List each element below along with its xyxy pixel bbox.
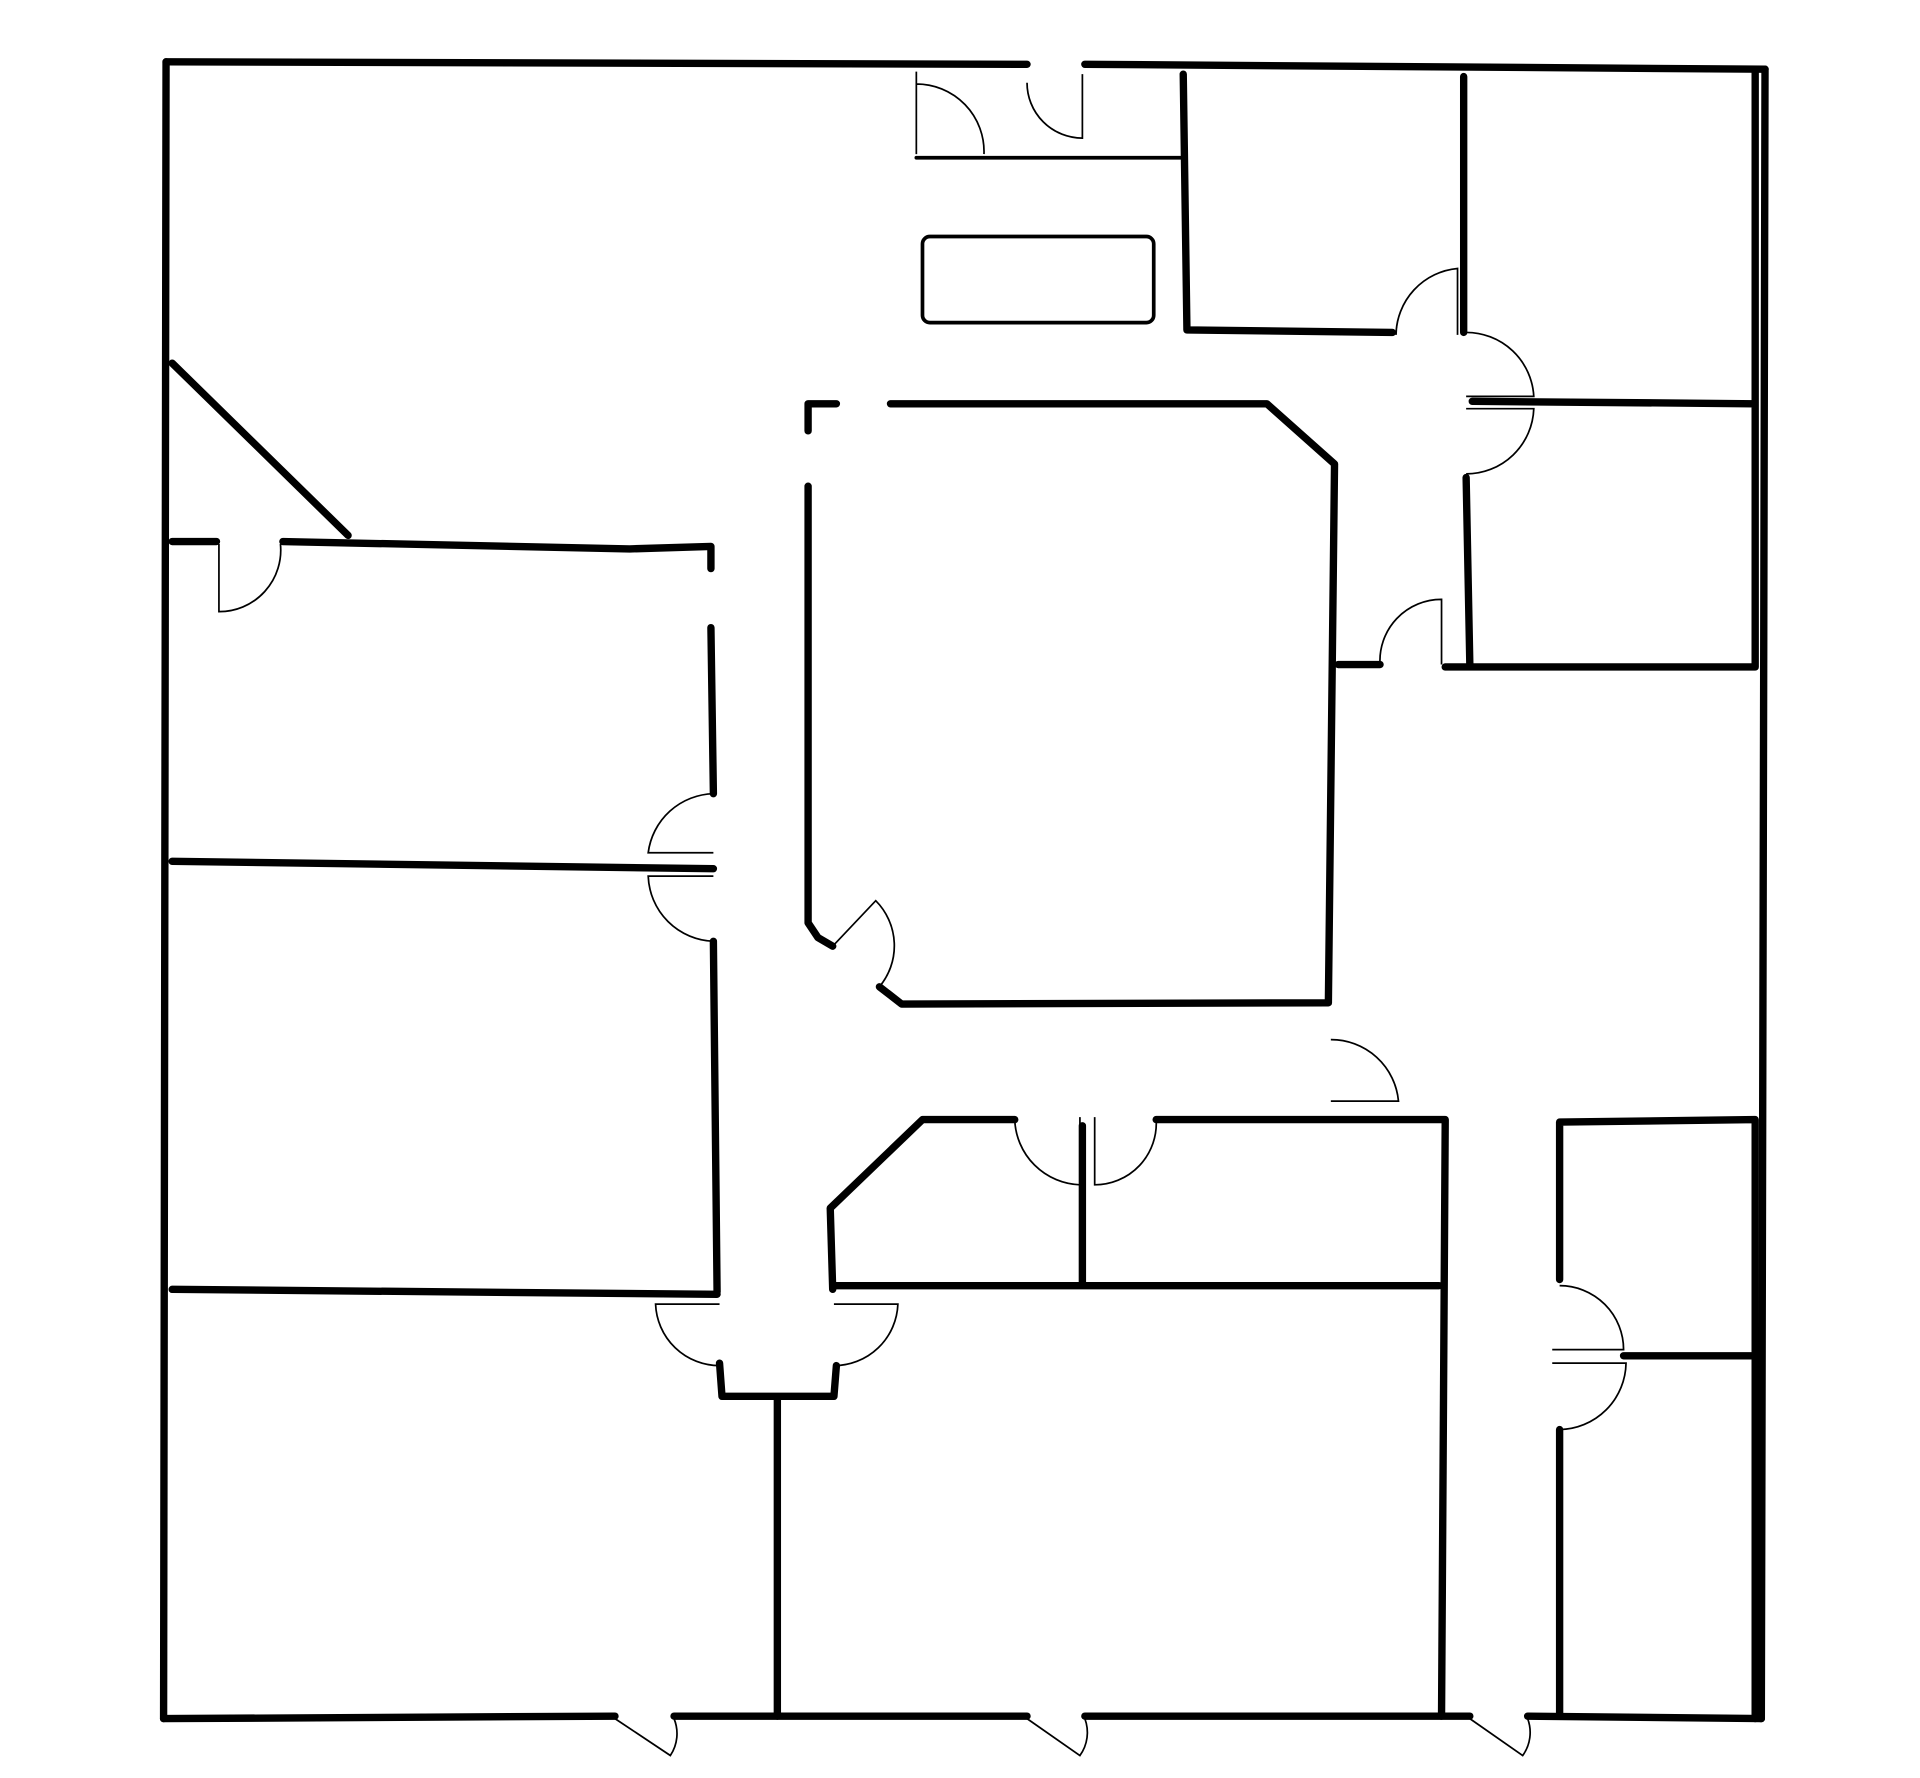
door-swing bbox=[1026, 1717, 1089, 1757]
door-swing bbox=[614, 1717, 678, 1757]
door-swing bbox=[654, 1303, 720, 1367]
door-swing bbox=[1552, 1284, 1625, 1351]
wall-west-upper-room bbox=[168, 537, 718, 798]
southeast-rooms-walls bbox=[1555, 1115, 1759, 1723]
door-swing bbox=[832, 899, 896, 988]
outer-wall-right bbox=[1757, 65, 1769, 1723]
door-swing bbox=[1466, 407, 1535, 475]
door-swing bbox=[647, 792, 714, 854]
counter-fixture bbox=[920, 234, 1156, 325]
doors bbox=[218, 71, 1627, 1757]
outer-walls bbox=[159, 58, 1769, 1723]
outer-wall-left bbox=[159, 58, 170, 1723]
diagonal-wall bbox=[168, 359, 352, 540]
door-swing bbox=[218, 543, 282, 613]
door-swing bbox=[915, 71, 985, 155]
outer-wall-bottom bbox=[159, 1712, 1766, 1723]
door-swing bbox=[1013, 1117, 1081, 1186]
door-swing bbox=[647, 875, 714, 943]
wall-west-middle bbox=[168, 857, 718, 873]
door-swing bbox=[833, 1303, 899, 1367]
door-swing bbox=[1026, 74, 1084, 139]
wall-west-lower-room bbox=[168, 937, 721, 1298]
door-swing bbox=[1469, 1717, 1532, 1757]
door-swing bbox=[1466, 331, 1535, 398]
door-swing bbox=[1395, 267, 1459, 335]
east-rooms-walls bbox=[1334, 65, 1759, 671]
door-swing bbox=[1379, 598, 1443, 665]
door-swing bbox=[1330, 1038, 1400, 1103]
outer-wall-top bbox=[162, 58, 1769, 73]
door-swing bbox=[1552, 1362, 1627, 1431]
northeast-room-walls bbox=[1179, 70, 1468, 337]
door-swing bbox=[1093, 1117, 1158, 1186]
wall-hall-stub bbox=[715, 1359, 841, 1401]
central-room-walls bbox=[804, 400, 1339, 1008]
interior-walls bbox=[168, 65, 1759, 1723]
south-middle-walls bbox=[826, 1115, 1449, 1720]
